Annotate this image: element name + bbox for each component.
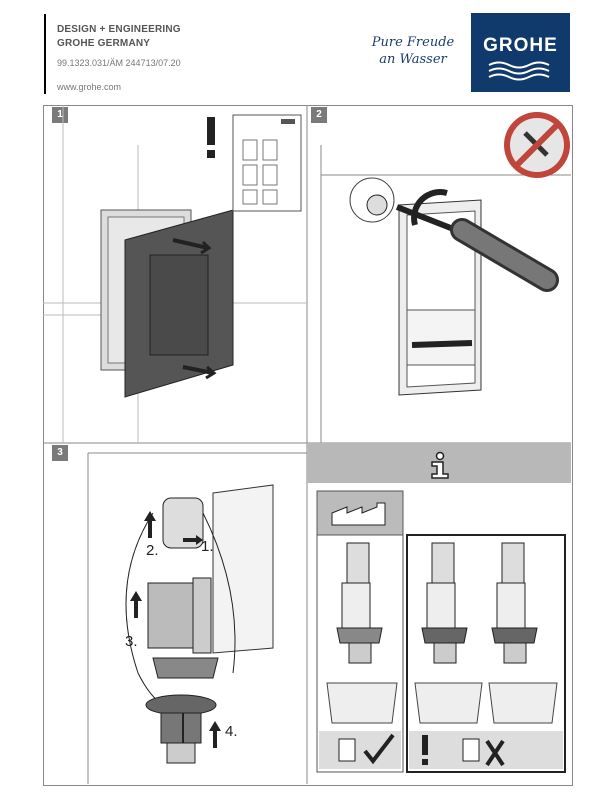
up-arrow-icon-1 [144,511,156,538]
panel-1-illustration [43,105,307,443]
panel-2-illustration [320,112,571,443]
panel-2-number: 2 [311,107,327,123]
step-label-3: 3. [125,633,138,650]
website-link[interactable]: www.grohe.com [57,82,122,92]
brand-slogan: Pure Freude an Wasser [368,34,458,68]
step-label-1: 1. [201,538,214,555]
slogan-line2: an Wasser [379,52,447,67]
panel-3-number: 3 [52,445,68,461]
up-arrow-icon-2 [130,591,142,618]
header-line1: DESIGN + ENGINEERING [57,24,181,35]
step-label-4: 4. [225,723,238,740]
doc-number: 99.1323.031/ÄM 244713/07.20 [57,58,181,68]
panel-1-number: 1 [52,107,68,123]
logo-text: GROHE [483,35,558,56]
check-icon [363,733,395,765]
cross-icon [485,739,505,767]
flush-valve-original [336,542,383,664]
header-line2: GROHE GERMANY [57,38,151,49]
grohe-logo: GROHE [471,13,570,92]
step-label-2: 2. [146,542,159,559]
warning-exclamation-icon [207,117,215,158]
up-arrow-icon-3 [209,721,221,748]
logo-waves-icon [488,61,550,81]
no-water-spray-icon [504,112,570,178]
panel-3-illustration: 1. 2. 3. 4. [87,452,307,784]
header-accent-bar [44,14,46,94]
flush-valve-option-b [491,542,538,664]
warning-exclamation-icon-small [422,735,428,765]
flush-valve-option-a [421,542,468,664]
info-illustration [316,490,566,773]
slogan-line1: Pure Freude [371,35,455,50]
info-icon [431,451,449,479]
